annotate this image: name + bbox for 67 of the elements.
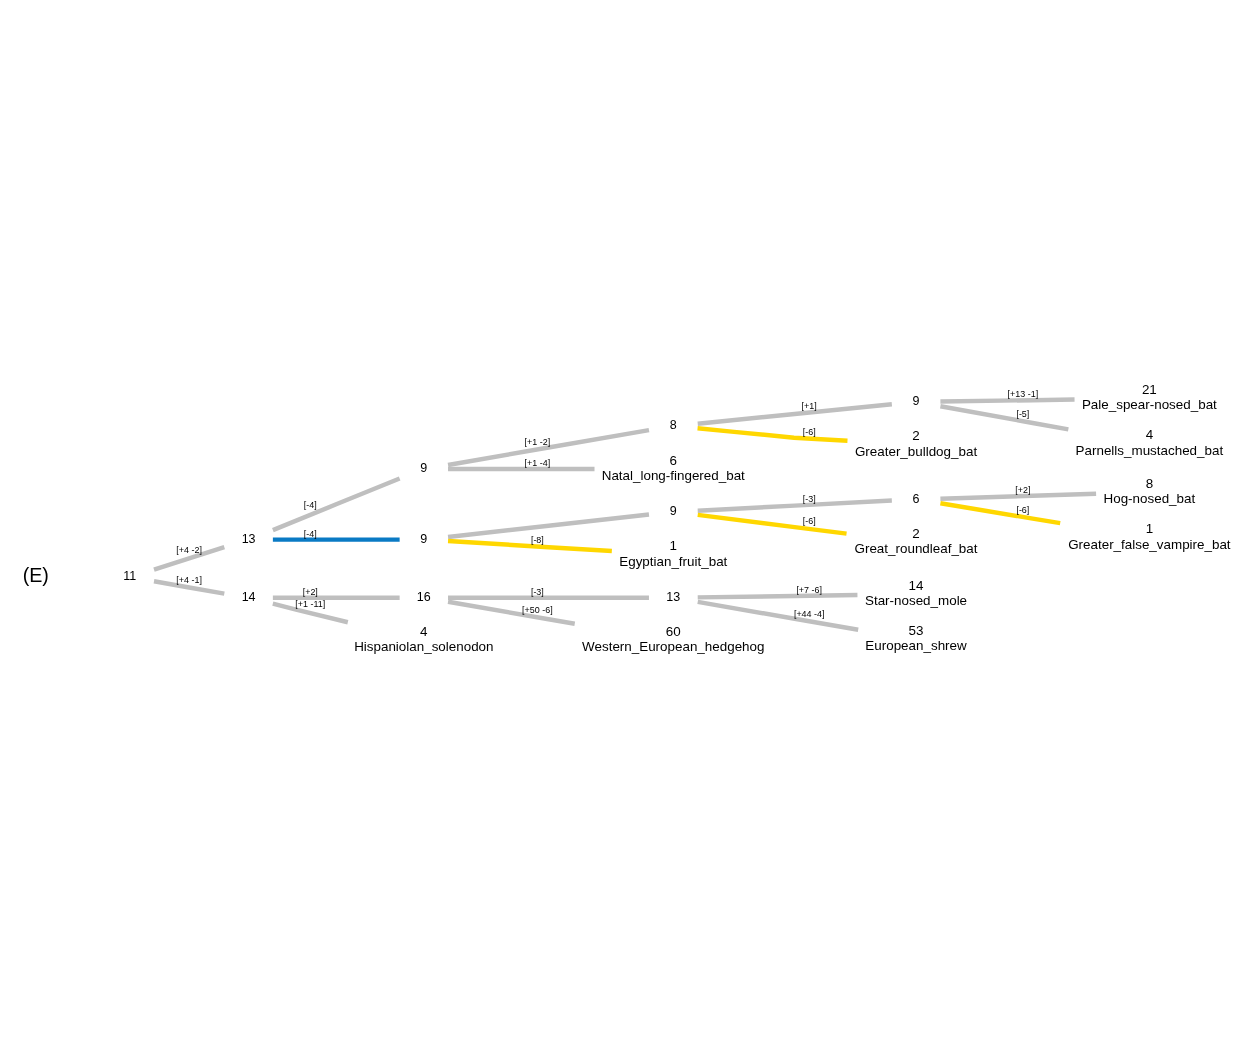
- connector: [940, 491, 1097, 501]
- node-text: 53 European_shrew: [865, 623, 967, 654]
- node-text: 16: [416, 590, 431, 605]
- node-text: 14 Star-nosed_mole: [864, 577, 968, 608]
- node-text: 2 Greater_bulldog_bat: [854, 428, 978, 459]
- node-text: 8 Hog-nosed_bat: [1103, 475, 1196, 506]
- connector: [447, 512, 650, 540]
- edge-label: [+13 -1]: [1007, 389, 1039, 400]
- node-text: 60 Western_European_hedgehog: [582, 624, 765, 655]
- edge-label: [-6]: [802, 427, 816, 438]
- edge-label: [-8]: [530, 535, 544, 546]
- connector: [940, 404, 1069, 432]
- node-text: 14: [241, 590, 256, 605]
- node-text: 8: [669, 418, 677, 433]
- node-text: 9: [912, 394, 920, 409]
- connector: [697, 498, 892, 513]
- node-text: 1 Egyptian_fruit_bat: [619, 538, 728, 569]
- edge-label: [-4]: [303, 528, 317, 539]
- edge-label: [+7 -6]: [796, 585, 822, 596]
- edge-label: [+2]: [1015, 485, 1031, 496]
- connector: [272, 537, 400, 542]
- connector: [697, 512, 847, 536]
- connector: [697, 599, 859, 633]
- node-text: 2 Great_roundleaf_bat: [854, 525, 978, 557]
- connector: [272, 595, 400, 600]
- label: (E): [22, 564, 49, 587]
- edge-label: [+4 -1]: [176, 575, 202, 586]
- connector: [272, 601, 349, 625]
- node-text: 9: [669, 504, 677, 519]
- edge-label: [-3]: [802, 494, 816, 505]
- edge-label: [+44 -4]: [793, 608, 825, 619]
- edge-label: [-3]: [530, 587, 544, 598]
- node-text: 6 Natal_long-fingered_bat: [601, 452, 745, 483]
- node-text: 4 Hispaniolan_solenodon: [354, 624, 494, 655]
- connector: [447, 599, 576, 626]
- node-text: 21 Pale_spear-nosed_bat: [1081, 381, 1217, 413]
- connector: [272, 476, 401, 533]
- edge-label: [-5]: [1016, 409, 1030, 420]
- node-text: 1 Greater_false_vampire_bat: [1068, 521, 1231, 552]
- edge-label: [+1 -11]: [295, 598, 326, 609]
- connector: [697, 402, 893, 426]
- connector: [153, 545, 225, 572]
- edge-label: [+1]: [801, 401, 817, 412]
- edge-label: [+4 -2]: [176, 545, 202, 556]
- node-text: 9: [420, 531, 428, 546]
- edge-label: [+2]: [302, 587, 318, 598]
- connector: [697, 426, 848, 444]
- connector: [448, 466, 595, 472]
- edge-label: [-6]: [1016, 504, 1030, 515]
- connector: [448, 595, 649, 600]
- node-text: 13: [666, 590, 681, 605]
- edge-label: [+1 -4]: [524, 458, 551, 469]
- connector: [940, 397, 1075, 404]
- edge-label: [-4]: [303, 500, 317, 511]
- edge-label: [+1 -2]: [524, 436, 551, 447]
- connector: [447, 427, 650, 468]
- connector: [447, 538, 612, 554]
- connector: [697, 592, 858, 600]
- edge-label: [-6]: [802, 516, 816, 527]
- node-text: 13: [241, 531, 256, 546]
- connector: [940, 501, 1061, 526]
- node-text: 6: [912, 491, 920, 506]
- node-text: 4 Parnells_mustached_bat: [1075, 427, 1224, 458]
- edge-label: [+50 -6]: [522, 604, 553, 615]
- node-text: 11: [123, 569, 137, 584]
- node-text: 9: [420, 461, 428, 476]
- connector: [153, 579, 225, 596]
